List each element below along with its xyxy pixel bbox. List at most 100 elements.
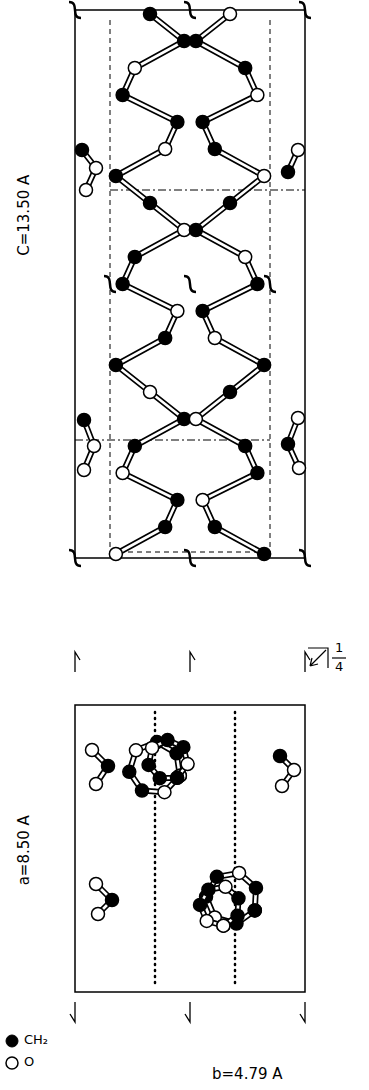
ch2-atom: [251, 467, 264, 480]
oxygen-atom: [217, 919, 230, 932]
ch2-atom: [196, 116, 209, 129]
oxygen-sample: [6, 1057, 18, 1069]
ch2-atom: [116, 278, 129, 291]
ch2-atom: [171, 494, 184, 507]
ch2-atom: [171, 771, 184, 784]
ch2-atom: [248, 904, 261, 917]
oxygen-atom: [288, 764, 301, 777]
ch2-atom: [142, 758, 155, 771]
oxygen-atom: [224, 8, 237, 21]
oxygen-atom: [233, 866, 246, 879]
ch2-atom: [239, 440, 252, 453]
ch2-atom: [224, 386, 237, 399]
screw-axis-symbol: [69, 2, 311, 566]
oxygen-atom: [86, 744, 99, 757]
ch2-atom: [231, 909, 244, 922]
oxygen-atom: [129, 744, 142, 757]
ch2-atom: [258, 548, 271, 561]
oxygen-atom: [292, 412, 305, 425]
ch2-atom: [274, 750, 287, 763]
oxygen-atom: [109, 548, 122, 561]
oxygen-atom: [88, 440, 101, 453]
ch2-atom: [116, 89, 129, 102]
oxygen-atom: [196, 494, 209, 507]
ch2-atom: [128, 251, 141, 264]
oxygen-atom: [258, 170, 271, 183]
oxygen-atom: [80, 184, 93, 197]
oxygen-atom: [276, 780, 289, 793]
oxygen-atom: [239, 251, 252, 264]
ch2-atom: [123, 765, 136, 778]
ch2-atom: [171, 116, 184, 129]
ch2-atom: [249, 881, 262, 894]
ch2-atom: [194, 898, 207, 911]
oxygen-atom: [144, 386, 157, 399]
dash-dot-line: [75, 190, 305, 440]
ch2-atom: [102, 760, 115, 773]
ch2-atom: [208, 521, 221, 534]
oxygen-atom: [181, 758, 194, 771]
oxygen-atom: [78, 464, 91, 477]
oxygen-atom: [292, 144, 305, 157]
unit-cell-frame: [75, 10, 305, 558]
fraction-numerator: 1: [335, 641, 343, 655]
ch2-atom: [202, 883, 215, 896]
ch2-atom: [224, 197, 237, 210]
axis-length-label: a=8.50 A: [16, 815, 33, 885]
ch2-atom: [189, 224, 202, 237]
dotted-glide-line: [155, 712, 235, 986]
axis-length-label: b=4.79 A: [212, 1066, 283, 1083]
oxygen-atom: [90, 778, 103, 791]
ch2-sample: [6, 1035, 18, 1047]
ch2-atom: [282, 438, 295, 451]
ch2-atom: [144, 8, 157, 21]
ch2-atom: [208, 143, 221, 156]
ch2-atom: [135, 784, 148, 797]
legend-text: CH₂: [24, 1033, 48, 1047]
half-arrow-symbol: [70, 652, 310, 1022]
ch2-atom: [78, 414, 91, 427]
ch2-atom: [189, 35, 202, 48]
legend-text: O: [24, 1055, 34, 1069]
ch2-atom: [251, 278, 264, 291]
molecular-chains: [76, 8, 306, 933]
oxygen-atom: [90, 878, 103, 891]
axis-length-label: C=13.50 A: [16, 174, 33, 255]
oxygen-atom: [159, 143, 172, 156]
ch2-atom: [239, 62, 252, 75]
oxygen-atom: [92, 908, 105, 921]
ch2-atom: [177, 741, 190, 754]
fraction-denominator: 4: [335, 660, 343, 674]
oxygen-atom: [171, 305, 184, 318]
oxygen-atom: [200, 914, 213, 927]
oxygen-atom: [128, 62, 141, 75]
ch2-atom: [106, 894, 119, 907]
ch2-atom: [109, 170, 122, 183]
unit-cell-frame: [75, 705, 305, 992]
oxygen-atom: [90, 162, 103, 175]
ch2-atom: [217, 919, 230, 932]
ch2-atom: [161, 734, 174, 747]
ch2-atom: [248, 904, 261, 917]
ch2-atom: [109, 359, 122, 372]
ch2-atom: [196, 305, 209, 318]
oxygen-atom: [158, 786, 171, 799]
oxygen-atom: [251, 89, 264, 102]
ch2-atom: [258, 359, 271, 372]
oxygen-atom: [189, 413, 202, 426]
oxygen-atom: [116, 467, 129, 480]
ch2-atom: [159, 521, 172, 534]
oxygen-atom: [171, 771, 184, 784]
ch2-atom: [282, 166, 295, 179]
oxygen-atom: [219, 880, 232, 893]
ch2-atom: [153, 772, 166, 785]
ch2-atom: [76, 144, 89, 157]
oxygen-atom: [293, 462, 306, 475]
ch2-atom: [159, 332, 172, 345]
ch2-atom: [144, 197, 157, 210]
oxygen-atom: [146, 741, 159, 754]
ch2-atom: [128, 440, 141, 453]
ch2-atom: [232, 892, 245, 905]
oxygen-atom: [208, 332, 221, 345]
